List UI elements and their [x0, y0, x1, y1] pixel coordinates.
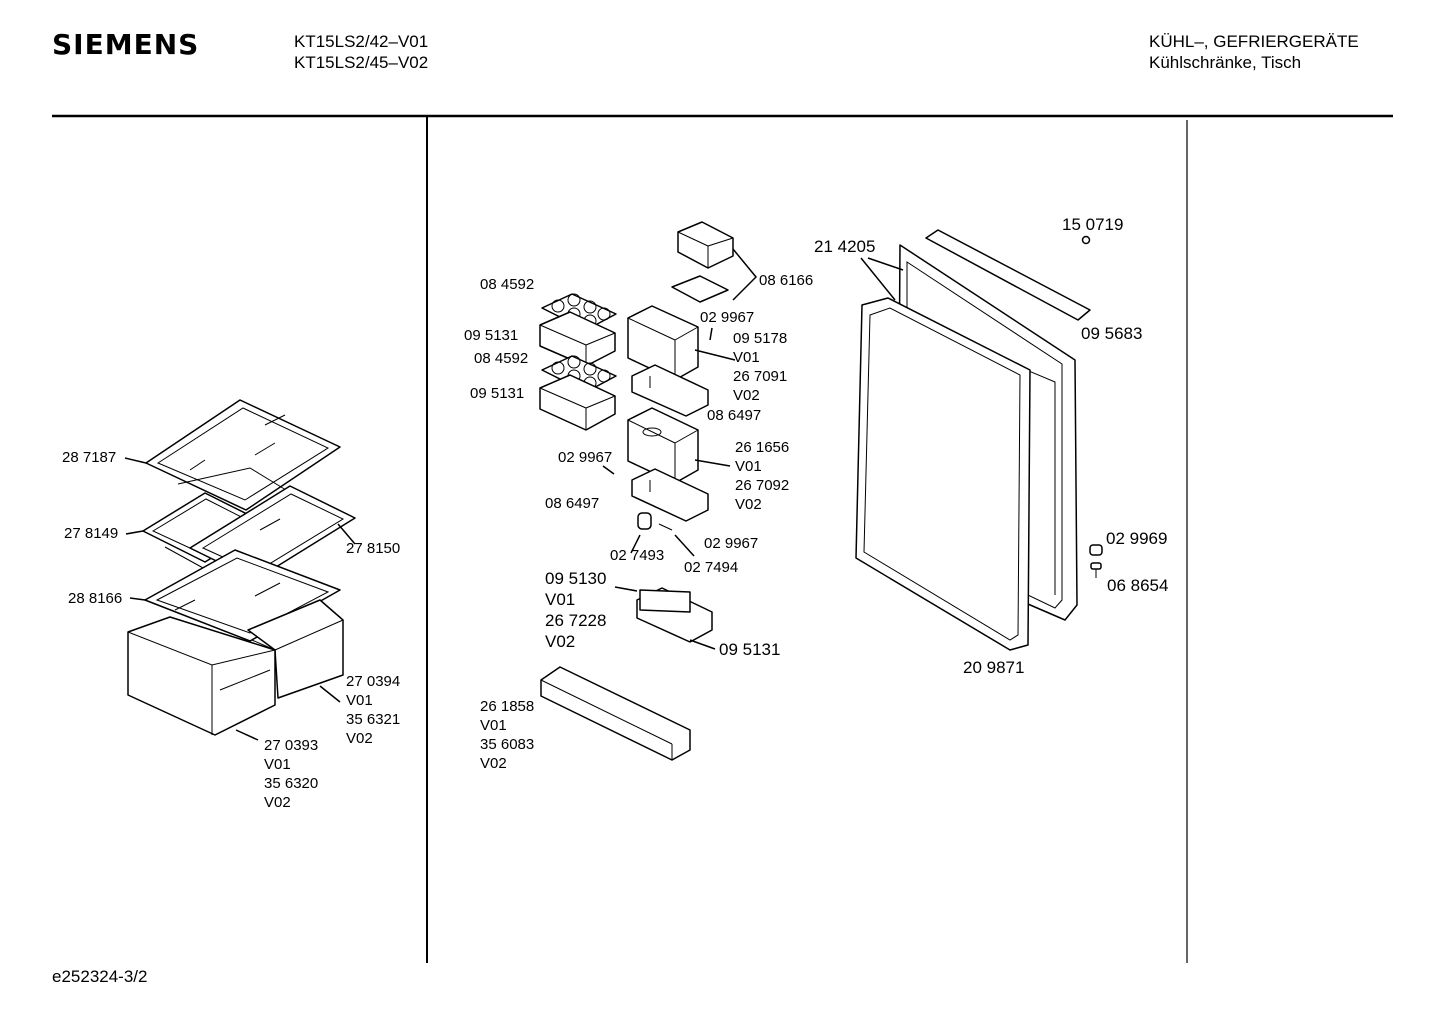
part-label: 02 7494 [684, 559, 739, 576]
part-label-group: 09 5178 V01 26 7091 V02 [733, 329, 787, 405]
part-label: 27 8149 [64, 525, 119, 542]
door-gasket [855, 297, 1031, 651]
brand-logo: SIEMENS [52, 28, 200, 61]
variant-code: V02 [733, 387, 760, 404]
part-label: 02 7493 [610, 547, 665, 564]
part-number: 35 6321 [346, 711, 401, 728]
spring-and-pin [637, 512, 673, 531]
drawing-id: e252324-3/2 [52, 967, 148, 986]
crisper-drawer-left [127, 616, 276, 736]
part-number: 09 5178 [733, 330, 788, 347]
variant-code: V01 [264, 756, 291, 773]
part-number: 26 1858 [480, 698, 535, 715]
part-label-group: 26 1656 V01 26 7092 V02 [735, 438, 789, 514]
part-label-group: 27 0394 V01 35 6321 V02 [346, 672, 400, 748]
part-label: 09 5683 [1081, 324, 1143, 343]
part-label: 06 8654 [1107, 576, 1169, 595]
part-number: 09 5130 [545, 569, 607, 588]
part-label-group: 26 1858 V01 35 6083 V02 [480, 697, 534, 773]
part-label: 21 4205 [814, 237, 876, 256]
part-number: 35 6083 [480, 736, 535, 753]
model-list: KT15LS2/42–V01 KT15LS2/45–V02 [294, 31, 428, 73]
butter-compartment-lower [627, 407, 699, 484]
glass-shelf-top [145, 399, 341, 511]
part-label: 28 7187 [62, 449, 117, 466]
butter-dish-lid [671, 221, 734, 303]
part-label: 08 4592 [474, 350, 529, 367]
part-number: 35 6320 [264, 775, 319, 792]
part-label: 02 9969 [1106, 529, 1168, 548]
variant-code: V01 [480, 717, 507, 734]
egg-shelf-lower [539, 374, 616, 431]
part-number: 26 7091 [733, 368, 788, 385]
butter-compartment-upper [627, 305, 699, 381]
part-label: 28 8166 [68, 590, 123, 607]
part-label: 09 5131 [470, 385, 525, 402]
variant-code: V02 [346, 730, 373, 747]
door-shelf-holder-upper [631, 364, 709, 417]
category-block: KÜHL–, GEFRIERGERÄTE Kühlschränke, Tisch [1149, 31, 1359, 73]
part-label: 09 5131 [464, 327, 519, 344]
screw-and-cap [1081, 235, 1103, 578]
part-label: 08 4592 [480, 276, 535, 293]
bottle-shelf-large [540, 666, 691, 761]
part-label: 02 9967 [704, 535, 759, 552]
small-bottle-shelf [636, 587, 713, 643]
door-top-cover [925, 229, 1091, 321]
variant-code: V02 [480, 755, 507, 772]
variant-code: V01 [346, 692, 373, 709]
variant-code: V01 [545, 590, 576, 609]
egg-shelf-upper [539, 311, 616, 367]
part-number: 26 1656 [735, 439, 790, 456]
part-label: 02 9967 [558, 449, 613, 466]
part-number: 27 0393 [264, 737, 319, 754]
part-label: 20 9871 [963, 658, 1025, 677]
model-number: KT15LS2/45–V02 [294, 53, 429, 72]
part-label-group: 09 5130 V01 26 7228 V02 [545, 568, 606, 652]
part-label: 08 6166 [759, 272, 814, 289]
variant-code: V02 [735, 496, 762, 513]
part-number: 27 0394 [346, 673, 401, 690]
variant-code: V02 [264, 794, 291, 811]
part-label-group: 27 0393 V01 35 6320 V02 [264, 736, 318, 812]
part-label: 09 5131 [719, 640, 781, 659]
variant-code: V02 [545, 632, 576, 651]
part-label: 02 9967 [700, 309, 755, 326]
model-number: KT15LS2/42–V01 [294, 32, 429, 51]
part-number: 26 7092 [735, 477, 790, 494]
part-label: 15 0719 [1062, 215, 1124, 234]
category-subtitle: Kühlschränke, Tisch [1149, 53, 1302, 72]
part-label: 27 8150 [346, 540, 401, 557]
glass-shelf-crisper-cover [144, 549, 341, 642]
variant-code: V01 [733, 349, 760, 366]
part-label: 08 6497 [545, 495, 600, 512]
category-title: KÜHL–, GEFRIERGERÄTE [1149, 32, 1359, 51]
door-shelf-holder-lower [631, 468, 709, 522]
part-number: 26 7228 [545, 611, 607, 630]
variant-code: V01 [735, 458, 762, 475]
part-label: 08 6497 [707, 407, 762, 424]
